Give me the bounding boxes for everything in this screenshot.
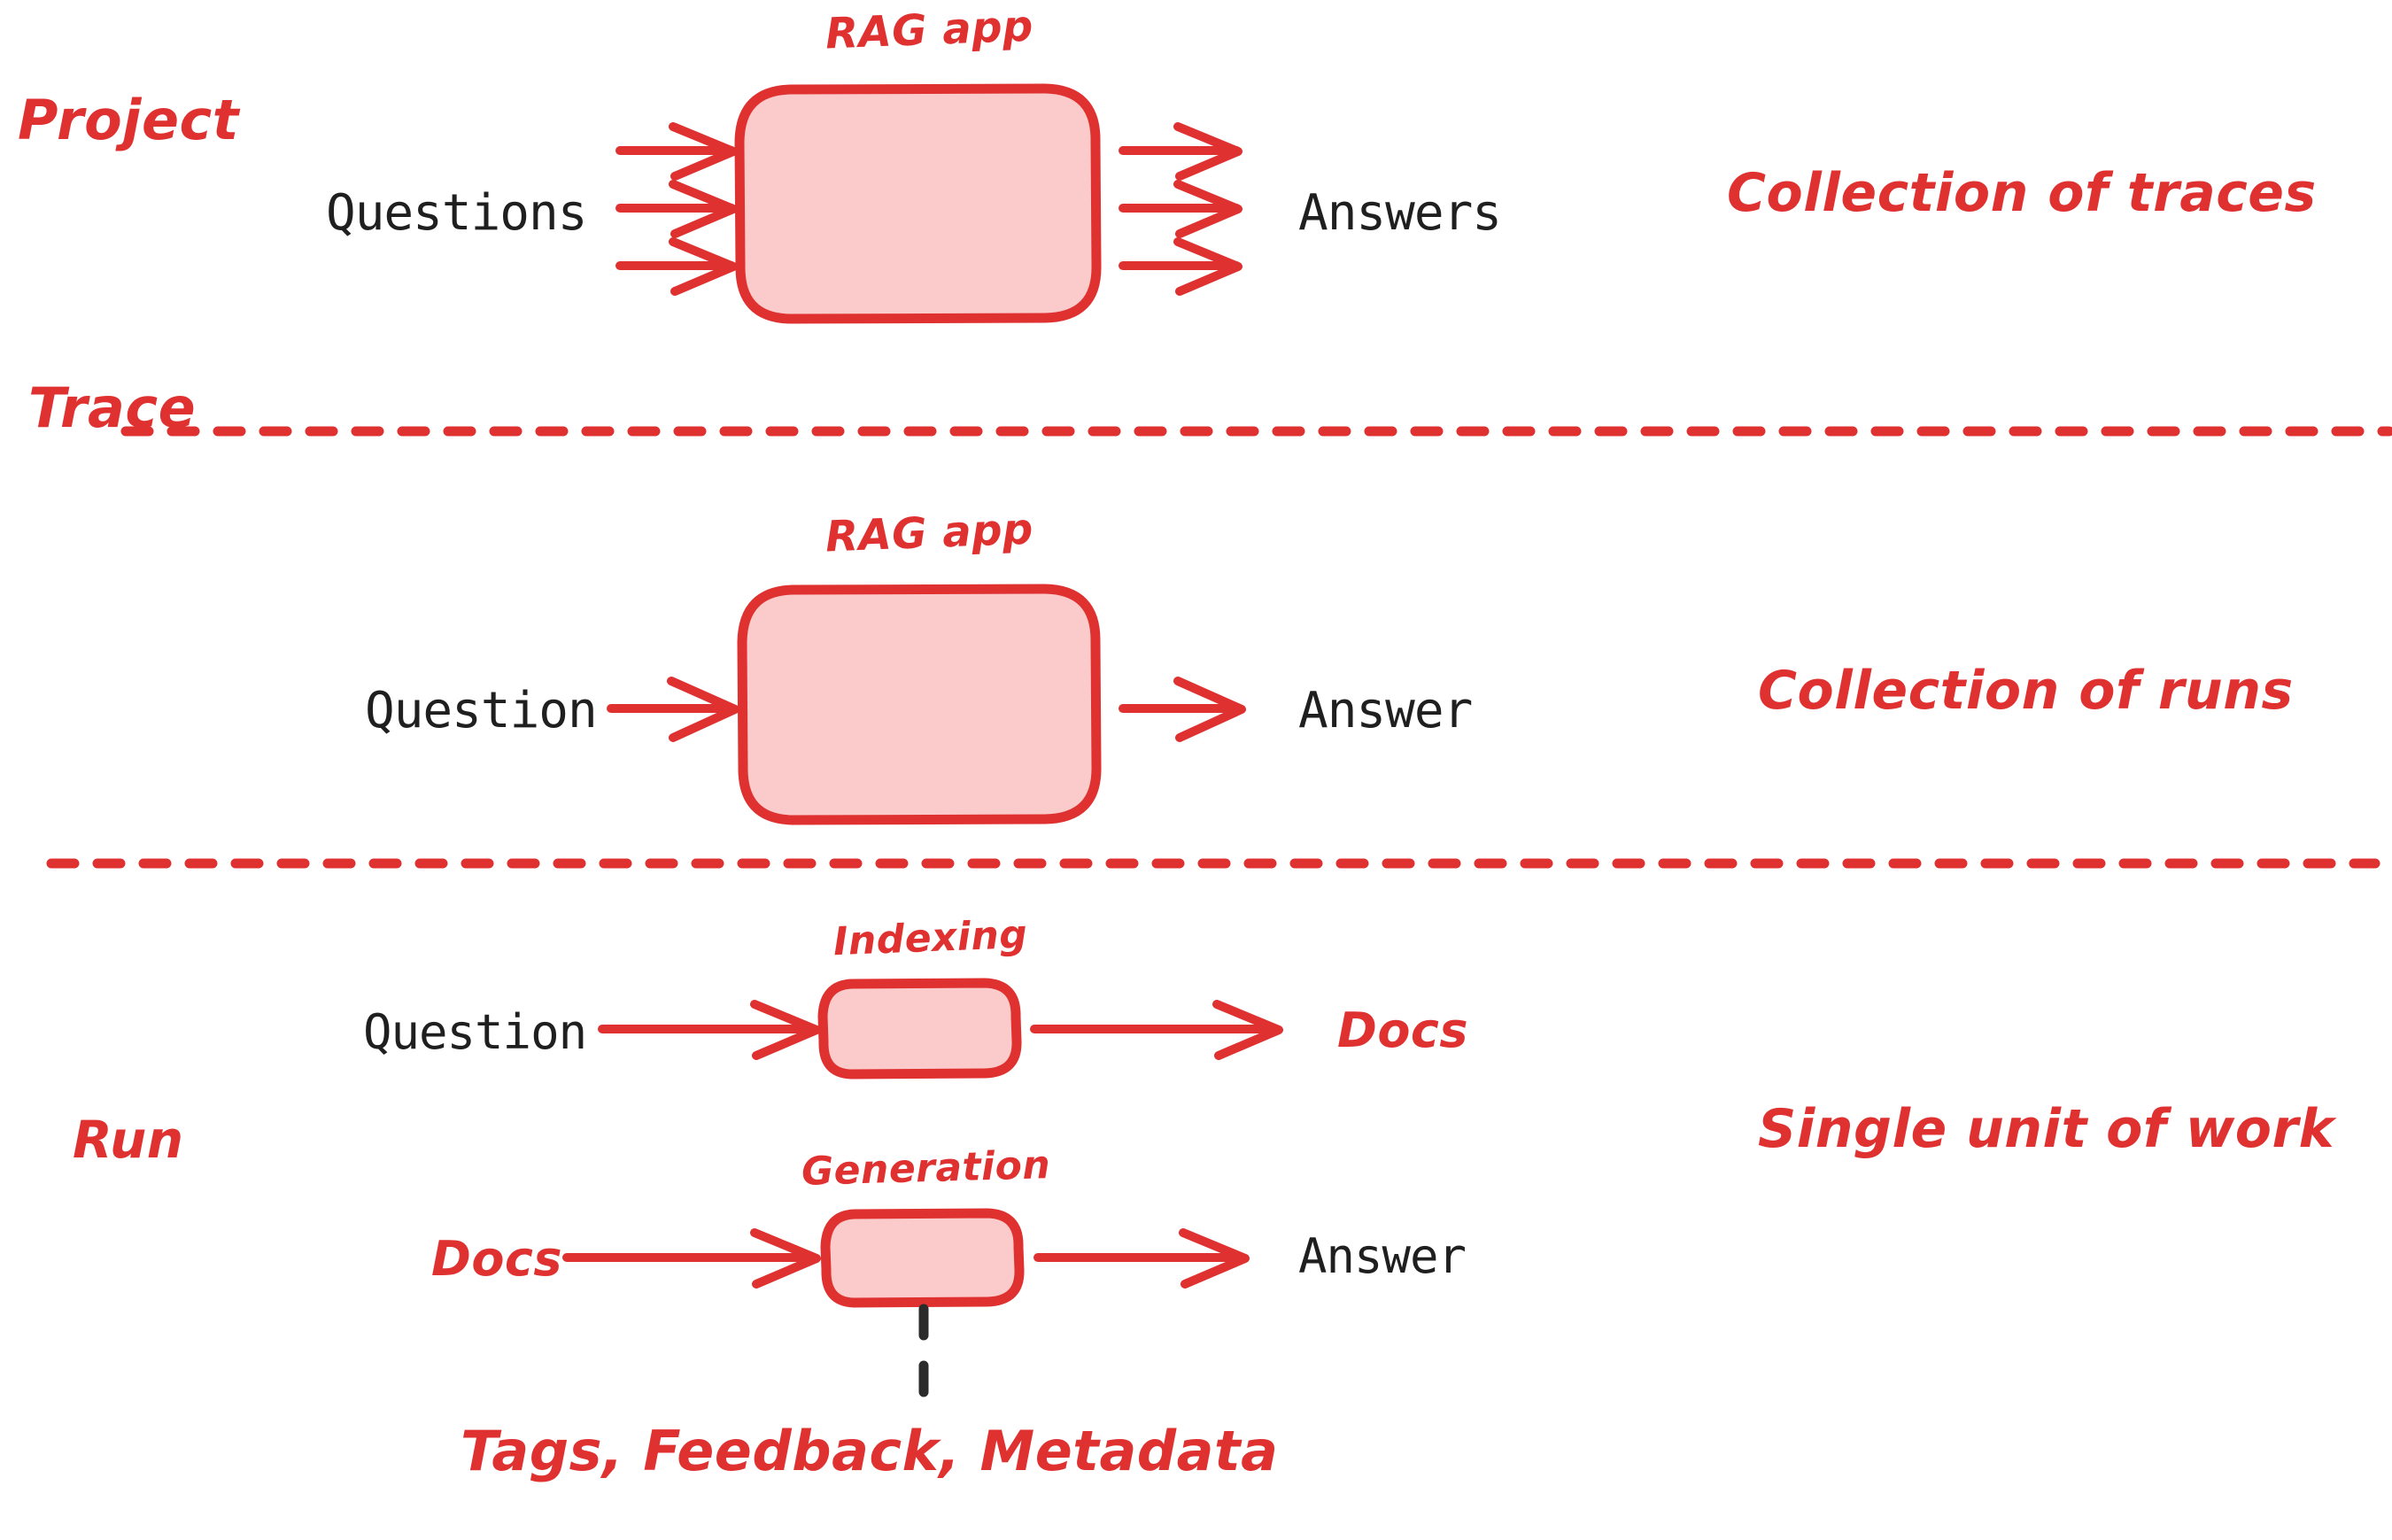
definition-run: Single unit of work	[1758, 1098, 2335, 1160]
io-label-docs-input: Docs	[431, 1231, 563, 1287]
run-indexing-output-arrow	[1030, 1000, 1283, 1060]
attachment-label-tags-feedback-metadata: Tags, Feedback, Metadata	[461, 1419, 1279, 1483]
box-label-generation: Generation	[801, 1142, 1051, 1195]
level-label-run: Run	[73, 1110, 184, 1170]
io-label-question-trace: Question	[365, 682, 598, 739]
trace-input-arrow	[607, 677, 739, 742]
io-label-answers: Answers	[1298, 184, 1502, 242]
generation-box	[820, 1208, 1025, 1308]
definition-project: Collection of traces	[1727, 162, 2317, 224]
project-output-arrows	[1119, 122, 1242, 296]
level-label-trace: Trace	[28, 375, 197, 440]
level-label-project: Project	[18, 88, 239, 152]
io-label-question-indexing: Question	[363, 1004, 587, 1060]
rag-app-box-trace	[737, 584, 1102, 825]
io-label-questions: Questions	[326, 184, 587, 242]
box-label-rag-app-project: RAG app	[824, 1, 1034, 59]
indexing-box	[817, 978, 1022, 1080]
run-generation-input-arrow	[562, 1228, 821, 1288]
run-indexing-input-arrow	[598, 1000, 821, 1060]
rag-app-box-project	[734, 83, 1102, 324]
box-label-rag-app-trace: RAG app	[824, 504, 1034, 562]
io-label-answer-generation: Answer	[1298, 1228, 1467, 1284]
definition-trace: Collection of runs	[1758, 660, 2294, 722]
io-label-answer-trace: Answer	[1298, 682, 1473, 739]
io-label-docs-output: Docs	[1337, 1002, 1469, 1058]
box-label-indexing: Indexing	[832, 911, 1029, 965]
trace-output-arrow	[1119, 677, 1246, 742]
run-generation-output-arrow	[1033, 1228, 1250, 1288]
project-input-arrows	[615, 122, 738, 296]
